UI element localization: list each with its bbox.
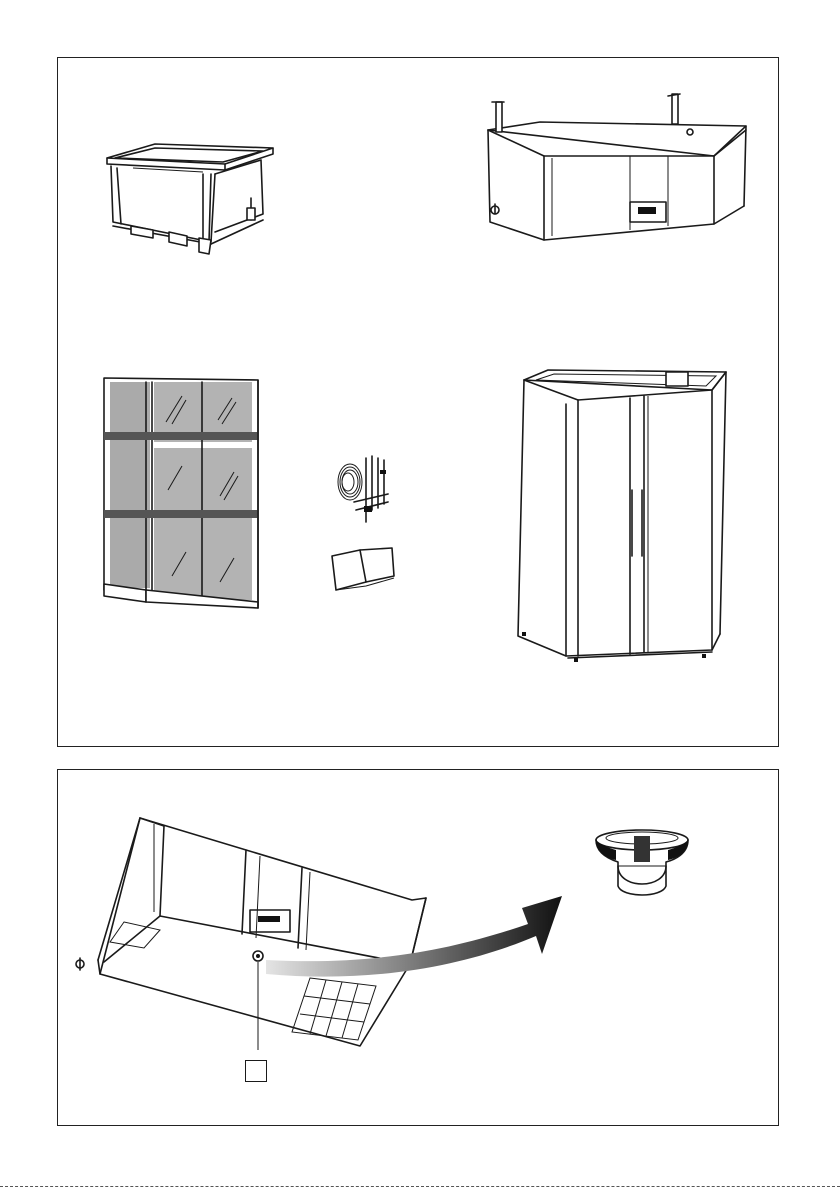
page-edge-rule <box>0 1186 840 1187</box>
crate-base-illustration <box>103 138 283 268</box>
packed-glass-doors-illustration <box>102 376 262 612</box>
accessories-cable-illustration <box>330 450 400 530</box>
adjustable-foot-icon <box>592 826 692 906</box>
user-manual-illustration <box>330 546 400 592</box>
underside-detail-panel <box>57 769 779 1126</box>
unpacking-panel <box>57 57 779 747</box>
side-by-side-cabinet-illustration <box>498 360 752 678</box>
cooler-upper-section-illustration <box>480 94 750 244</box>
callout-box <box>245 1060 267 1082</box>
curved-arrow-icon <box>258 888 568 998</box>
